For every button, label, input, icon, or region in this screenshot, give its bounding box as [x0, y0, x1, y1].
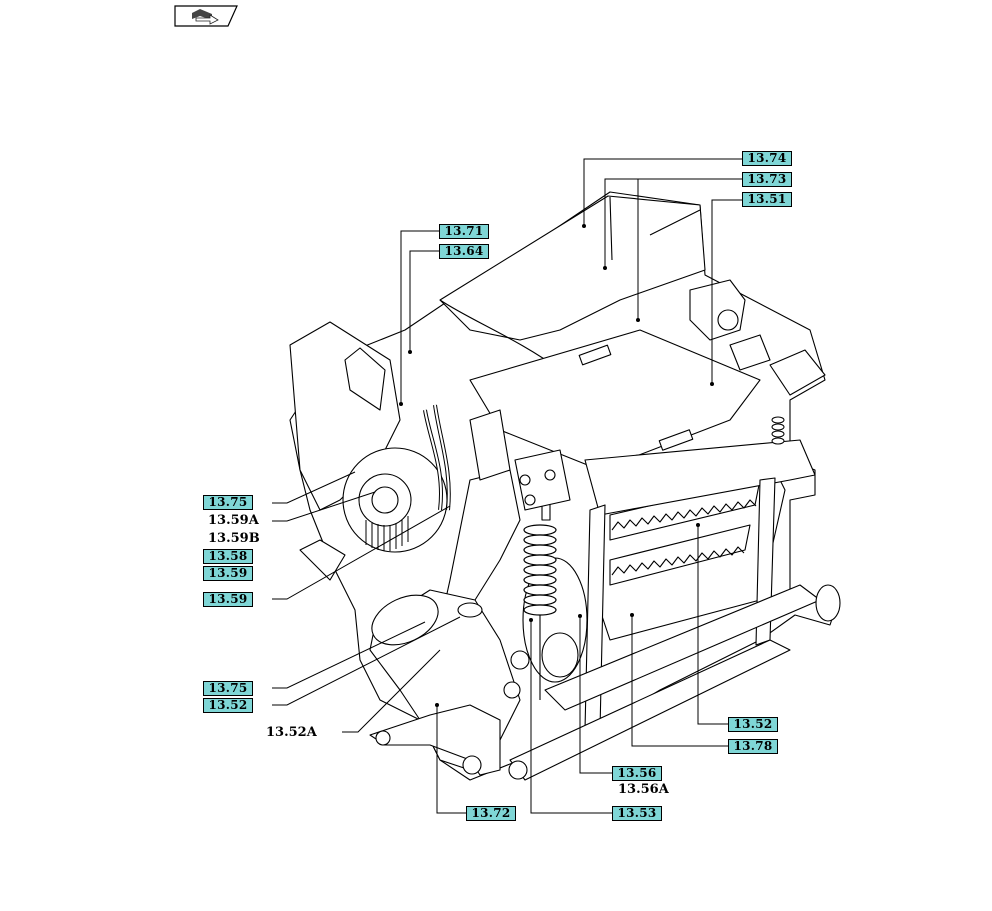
- label-13-56a: 13.56A: [618, 782, 669, 797]
- book-arrow-icon: [174, 5, 238, 27]
- callout-13-75[interactable]: 13.75: [203, 681, 253, 696]
- callout-13-51[interactable]: 13.51: [742, 192, 792, 207]
- leader-lines: [272, 158, 742, 814]
- back-to-index-button[interactable]: [174, 5, 238, 27]
- label-13-52a: 13.52A: [266, 725, 317, 740]
- label-13-59a: 13.59A: [208, 513, 259, 528]
- machine-illustration: [289, 191, 841, 781]
- callout-13-78[interactable]: 13.78: [728, 739, 778, 754]
- callout-13-75[interactable]: 13.75: [203, 495, 253, 510]
- callout-13-59[interactable]: 13.59: [203, 592, 253, 607]
- callout-13-52[interactable]: 13.52: [728, 717, 778, 732]
- callout-13-58[interactable]: 13.58: [203, 549, 253, 564]
- callout-13-74[interactable]: 13.74: [742, 151, 792, 166]
- callout-13-59[interactable]: 13.59: [203, 566, 253, 581]
- callout-13-53[interactable]: 13.53: [612, 806, 662, 821]
- callout-13-72[interactable]: 13.72: [466, 806, 516, 821]
- callout-13-73[interactable]: 13.73: [742, 172, 792, 187]
- callout-13-52[interactable]: 13.52: [203, 698, 253, 713]
- leader-dots: [399, 224, 714, 707]
- callout-13-64[interactable]: 13.64: [439, 244, 489, 259]
- callout-13-71[interactable]: 13.71: [439, 224, 489, 239]
- callout-13-56[interactable]: 13.56: [612, 766, 662, 781]
- label-13-59b: 13.59B: [208, 531, 260, 546]
